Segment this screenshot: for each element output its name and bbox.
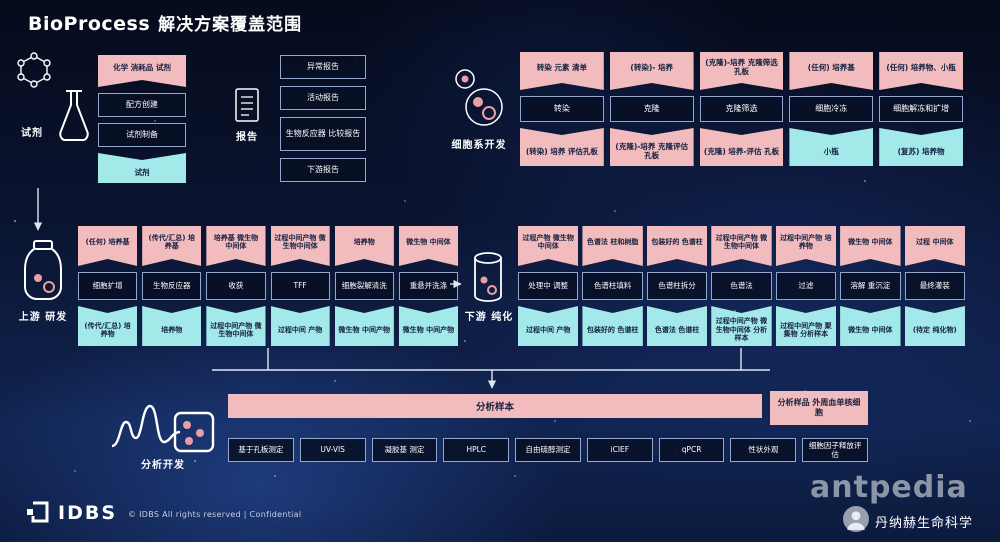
waveform-icon — [111, 404, 181, 448]
report-box: 活动报告 — [280, 86, 366, 110]
report-box: 异常报告 — [280, 55, 366, 79]
reagent-step-box: 试剂制备 — [98, 123, 186, 147]
reagent-column: 化学 消耗品 试剂 配方创建 试剂制备 试剂 — [98, 55, 186, 183]
assay-box: HPLC — [443, 438, 510, 462]
cell-line-step-box: 克隆 — [609, 96, 694, 122]
idbs-logo-text: IDBS — [58, 502, 118, 524]
downstream-grid: 过程产物 微生物 中间体 色谱法 柱和树脂 包装好的 色谱柱 过程中间产物 微生… — [518, 226, 965, 346]
report-icon — [235, 88, 259, 122]
cell-line-inputs-row: 转染 元素 清单 (转染)- 培养 (克隆)-培养 克隆筛选 孔板 (任何) 培… — [520, 52, 963, 90]
upstream-outputs-row: (传代/汇总) 培养物 培养物 过程中间产物 微生物中间体 过程中间 产物 微生… — [78, 306, 459, 346]
report-box: 下游报告 — [280, 158, 366, 182]
downstream-step-box: 色谱法 — [711, 272, 772, 300]
upstream-input-box: 微生物 中间体 — [399, 226, 458, 266]
cell-line-outputs-row: (转染) 培养 评估孔板 (克隆)-培养 克隆评估 孔板 (克隆) 培养-评估 … — [520, 128, 963, 166]
idbs-logo-icon — [27, 501, 49, 523]
assay-box: 基于孔板测定 — [228, 438, 294, 462]
upstream-step-box: TFF — [270, 272, 330, 300]
antpedia-watermark: antpedia — [810, 470, 968, 505]
upstream-step-box: 生物反应器 — [142, 272, 202, 300]
assay-box: qPCR — [658, 438, 725, 462]
analysis-side-box: 分析样品 外周血单核细胞 — [770, 391, 868, 425]
downstream-section-label: 下游 纯化 — [464, 312, 514, 323]
plate-icon — [173, 411, 215, 453]
cell-line-step-box: 克隆筛选 — [699, 96, 784, 122]
downstream-outputs-row: 过程中间 产物 包装好的 色谱柱 色谱法 色谱柱 过程中间产物 微生物中间体 分… — [518, 306, 965, 346]
molecule-icon — [17, 52, 51, 88]
cell-line-step-box: 细胞解冻和扩增 — [879, 96, 963, 122]
cell-line-input-box: (任何) 培养物、小瓶 — [879, 52, 963, 90]
cell-line-step-box: 转染 — [520, 96, 604, 122]
assay-box: 细胞因子释放评估 — [802, 438, 869, 462]
avatar-icon — [843, 506, 869, 532]
cell-line-output-box: (克隆)-培养 克隆评估 孔板 — [609, 128, 694, 166]
assay-box: 性状外观 — [730, 438, 797, 462]
upstream-steps-row: 细胞扩增 生物反应器 收获 TFF 细胞裂解清洗 重悬并洗涤 — [78, 272, 459, 300]
upstream-output-box: 过程中间产物 微生物中间体 — [206, 306, 266, 346]
report-box: 生物反应器 比较报告 — [280, 117, 366, 151]
title-brand: BioProcess — [28, 13, 151, 35]
column-icon — [474, 252, 502, 302]
assay-row: 基于孔板测定 UV-VIS 凝胶基 测定 HPLC 自由硫醇测定 iCIEF q… — [228, 438, 869, 462]
page-title: BioProcess 解决方案覆盖范围 — [28, 10, 302, 35]
upstream-step-box: 细胞扩增 — [78, 272, 138, 300]
downstream-step-box: 处理中 调整 — [518, 272, 579, 300]
upstream-section-label: 上游 研发 — [18, 312, 68, 323]
assay-box: UV-VIS — [299, 438, 366, 462]
downstream-inputs-row: 过程产物 微生物 中间体 色谱法 柱和树脂 包装好的 色谱柱 过程中间产物 微生… — [518, 226, 965, 266]
downstream-step-box: 过滤 — [775, 272, 837, 300]
footer-copyright: © IDBS All rights reserved | Confidentia… — [128, 510, 302, 519]
cells-icon — [455, 69, 503, 126]
upstream-step-box: 细胞裂解清洗 — [334, 272, 394, 300]
downstream-step-box: 最终灌装 — [904, 272, 965, 300]
cell-line-steps-row: 转染 克隆 克隆筛选 细胞冷冻 细胞解冻和扩增 — [520, 96, 963, 122]
downstream-steps-row: 处理中 调整 色谱柱填料 色谱柱拆分 色谱法 过滤 溶解 重沉淀 最终灌装 — [518, 272, 965, 300]
upstream-inputs-row: (任何) 培养基 (传代/汇总) 培养基 培养基 微生物 中间体 过程中间产物 … — [78, 226, 458, 266]
flask-icon — [59, 90, 89, 142]
downstream-output-box: 过程中间产物 微生物中间体 分析样本 — [711, 306, 772, 346]
report-section-label: 报告 — [236, 132, 258, 143]
brand-right-label: 丹纳赫生命科学 — [875, 516, 974, 531]
title-suffix: 解决方案覆盖范围 — [158, 15, 303, 35]
downstream-output-box: 过程中间产物 聚集物 分析样本 — [775, 306, 837, 346]
bioreactor-icon — [24, 240, 62, 300]
analysis-section-label: 分析开发 — [141, 460, 185, 471]
downstream-input-box: 微生物 中间体 — [840, 226, 900, 266]
assay-box: iCIEF — [586, 438, 653, 462]
downstream-step-box: 色谱柱拆分 — [646, 272, 708, 300]
downstream-step-box: 溶解 重沉淀 — [840, 272, 901, 300]
reagent-step-box: 配方创建 — [98, 93, 186, 117]
cell-line-grid: 转染 元素 清单 (转染)- 培养 (克隆)-培养 克隆筛选 孔板 (任何) 培… — [520, 52, 963, 166]
upstream-output-box: 微生物 中间产物 — [334, 306, 394, 346]
reagent-section-label: 试剂 — [21, 128, 43, 139]
upstream-step-box: 收获 — [206, 272, 266, 300]
cell-line-section-label: 细胞系开发 — [451, 140, 507, 151]
analysis-samples-banner: 分析样本 — [228, 394, 762, 418]
assay-box: 凝胶基 测定 — [371, 438, 438, 462]
upstream-step-box: 重悬并洗涤 — [398, 272, 459, 300]
report-column: 异常报告 活动报告 生物反应器 比较报告 下游报告 — [280, 55, 366, 182]
cell-line-step-box: 细胞冷冻 — [789, 96, 874, 122]
upstream-grid: (任何) 培养基 (传代/汇总) 培养基 培养基 微生物 中间体 过程中间产物 … — [78, 226, 459, 346]
assay-box: 自由硫醇测定 — [515, 438, 581, 462]
downstream-step-box: 色谱柱填料 — [582, 272, 643, 300]
